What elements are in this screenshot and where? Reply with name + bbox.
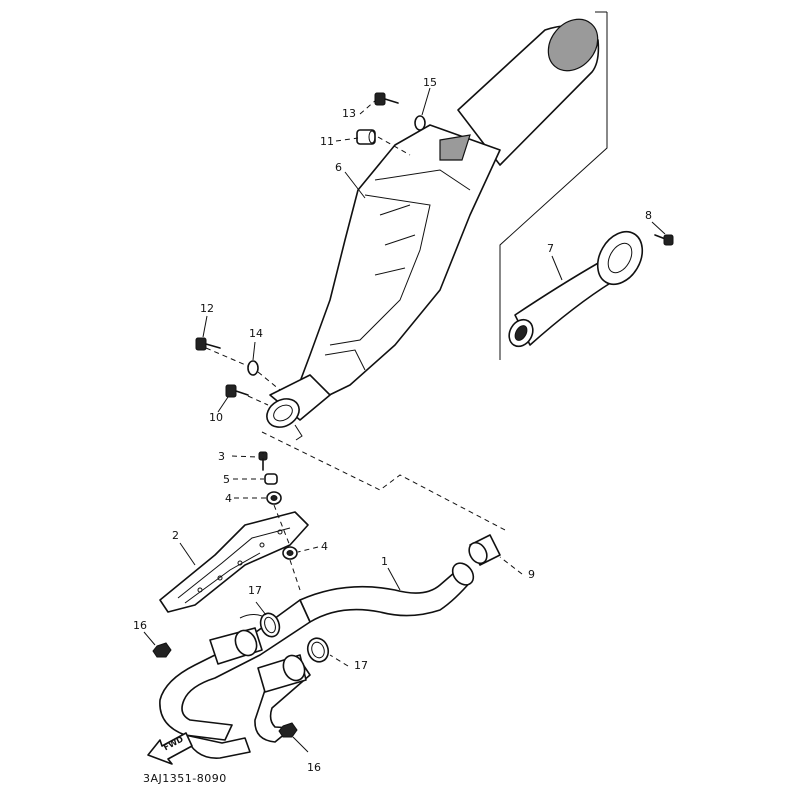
gasket-17-lower bbox=[306, 637, 330, 663]
washer-14 bbox=[247, 360, 259, 376]
tailpipe-baffle bbox=[508, 230, 644, 348]
callout-17-upper: 17 bbox=[248, 584, 262, 597]
callout-6: 6 bbox=[335, 161, 342, 174]
heat-protector bbox=[159, 511, 309, 613]
callout-8: 8 bbox=[645, 209, 652, 222]
callout-11: 11 bbox=[320, 135, 334, 148]
muffler bbox=[266, 18, 600, 441]
damper-4-lower bbox=[282, 546, 298, 560]
damper-4-upper bbox=[266, 491, 282, 505]
callout-17-lower: 17 bbox=[354, 659, 368, 672]
bolt-10 bbox=[225, 384, 249, 398]
callout-7: 7 bbox=[547, 242, 554, 255]
callout-10: 10 bbox=[209, 411, 223, 424]
callout-4-upper: 4 bbox=[225, 492, 232, 505]
washer-15 bbox=[414, 115, 426, 131]
callout-2: 2 bbox=[172, 529, 179, 542]
callout-16-right: 16 bbox=[307, 761, 321, 774]
callout-13: 13 bbox=[342, 107, 356, 120]
callout-4-lower: 4 bbox=[321, 540, 328, 553]
nut-16-left bbox=[152, 642, 172, 658]
callout-12: 12 bbox=[200, 302, 214, 315]
collar-11 bbox=[356, 129, 376, 145]
callout-5: 5 bbox=[223, 473, 230, 486]
kit-outline-frame bbox=[499, 12, 608, 360]
collar-5 bbox=[264, 473, 278, 485]
callout-1: 1 bbox=[381, 555, 388, 568]
callout-15: 15 bbox=[423, 76, 437, 89]
forward-direction-arrow-icon bbox=[147, 732, 193, 765]
callout-16-left: 16 bbox=[133, 619, 147, 632]
callout-3: 3 bbox=[218, 450, 225, 463]
bolt-8 bbox=[654, 234, 674, 246]
drawing-code: 3AJ1351-8090 bbox=[143, 772, 227, 785]
callout-9: 9 bbox=[528, 568, 535, 581]
leader-lines bbox=[143, 87, 666, 753]
bolt-13 bbox=[374, 92, 399, 106]
gasket-9 bbox=[468, 534, 501, 566]
gasket-17-upper bbox=[259, 612, 281, 638]
nut-16-right bbox=[278, 722, 298, 738]
callout-14: 14 bbox=[249, 327, 263, 340]
bolt-12 bbox=[195, 337, 221, 351]
